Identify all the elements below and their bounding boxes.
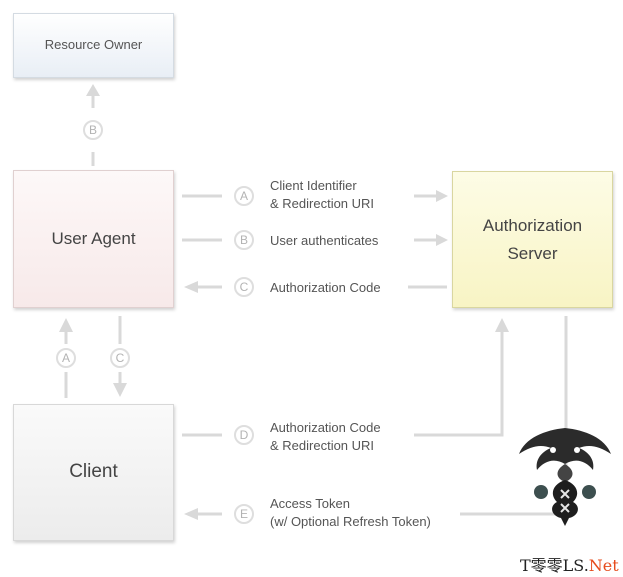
client-box: Client xyxy=(13,404,174,541)
arrowhead-server-d xyxy=(495,318,509,332)
resource-owner-box: Resource Owner xyxy=(13,13,174,78)
step-d-label: Authorization Code & Redirection URI xyxy=(270,419,381,455)
authorization-server-label-line2: Server xyxy=(507,243,558,263)
arrowhead-a xyxy=(436,190,448,202)
step-a-label: Client Identifier & Redirection URI xyxy=(270,177,374,213)
step-d-label-line1: Authorization Code xyxy=(270,420,381,435)
step-d-marker: D xyxy=(234,425,254,445)
step-c-marker: C xyxy=(234,277,254,297)
arrowhead-c xyxy=(184,281,198,293)
step-a-label-line1: Client Identifier xyxy=(270,178,357,193)
step-a-vertical-marker: A xyxy=(56,348,76,368)
watermark-prefix: T零零LS. xyxy=(520,556,589,575)
client-label: Client xyxy=(69,461,118,483)
step-e-label-line2: (w/ Optional Refresh Token) xyxy=(270,514,431,529)
arrowhead-e xyxy=(184,508,198,520)
step-e-label: Access Token (w/ Optional Refresh Token) xyxy=(270,495,431,531)
authorization-server-fill xyxy=(452,171,613,308)
watermark-suffix: Net xyxy=(588,556,619,575)
step-b-label: User authenticates xyxy=(270,233,379,248)
client-fill xyxy=(13,404,174,541)
authorization-server-label: Authorization Server xyxy=(483,212,582,266)
step-e-label-line1: Access Token xyxy=(270,496,350,511)
step-e-marker: E xyxy=(234,504,254,524)
authorization-server-box: Authorization Server xyxy=(452,171,613,308)
authorization-server-label-line1: Authorization xyxy=(482,216,583,236)
arrowhead-client-c xyxy=(113,383,127,397)
user-agent-box: User Agent xyxy=(13,170,174,308)
step-b-marker: B xyxy=(234,230,254,250)
arrowhead-b xyxy=(436,234,448,246)
watermark-text: T零零LS.Net xyxy=(520,552,619,576)
resource-owner-fill xyxy=(13,13,174,78)
step-a-marker: A xyxy=(234,186,254,206)
arrowhead-agent-a xyxy=(59,318,73,332)
dragon-emblem-icon xyxy=(519,428,611,526)
step-c-label: Authorization Code xyxy=(270,280,381,295)
step-b-owner-marker: B xyxy=(83,120,103,140)
arrowhead-owner xyxy=(86,84,100,96)
step-a-label-line2: & Redirection URI xyxy=(270,196,375,211)
arrow-d-right xyxy=(414,330,504,437)
step-c-vertical-marker: C xyxy=(110,348,130,368)
user-agent-fill xyxy=(13,170,174,308)
user-agent-label: User Agent xyxy=(51,229,136,249)
step-d-label-line2: & Redirection URI xyxy=(270,438,375,453)
resource-owner-label: Resource Owner xyxy=(44,37,143,53)
